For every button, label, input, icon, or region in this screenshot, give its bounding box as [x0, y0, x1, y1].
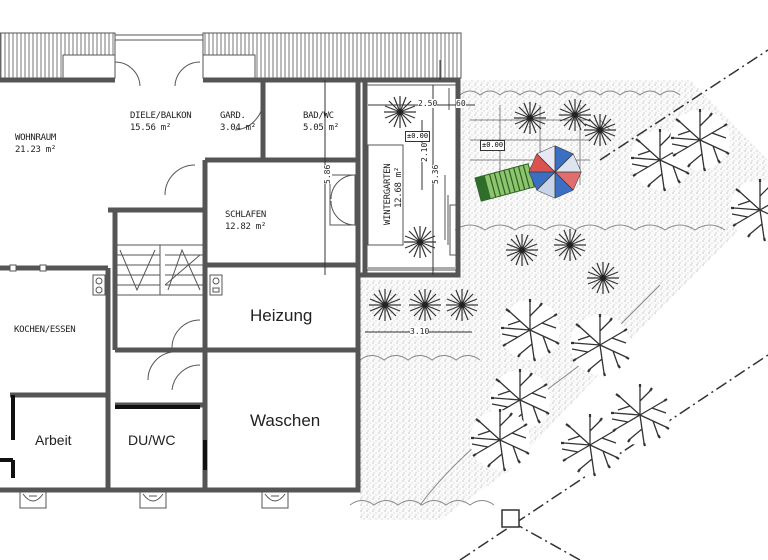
survey-marker [501, 509, 520, 528]
room-bad-label: BAD/WC [303, 111, 334, 121]
building [0, 32, 462, 509]
room-duwc-label: DU/WC [128, 432, 176, 448]
room-diele-area: 15.56 m² [130, 123, 171, 133]
room-gard-area: 3.04 m² [220, 123, 256, 133]
dim-width-bottom: 3.10 [410, 327, 430, 336]
room-gard-label: GARD. [220, 111, 246, 121]
room-schlafen-area: 12.82 m² [225, 222, 266, 232]
room-wintergarten-area: 12.68 m² [394, 167, 404, 208]
room-bad-area: 5.05 m² [303, 123, 339, 133]
room-wohnraum-area: 21.23 m² [15, 145, 56, 155]
dim-height-wg: 5.36 [431, 164, 440, 184]
parasol [528, 145, 582, 199]
dim-width-top: 2.50 [418, 99, 438, 108]
room-waschen-label: Waschen [250, 411, 321, 430]
dim-offset: 60 [456, 99, 466, 108]
room-kochen-label: KOCHEN/ESSEN [14, 325, 76, 335]
level-marker-wintergarten: ±0.00 [405, 131, 431, 142]
level-marker-terrace: ±0.00 [480, 140, 506, 151]
dim-height-schlafen: 5.86 [323, 164, 332, 184]
garden-bench [474, 163, 535, 202]
room-heizung-label: Heizung [250, 306, 313, 325]
room-schlafen-label: SCHLAFEN [225, 210, 266, 220]
room-diele-label: DIELE/BALKON [130, 111, 192, 121]
room-wintergarten-label: WINTERGARTEN [383, 163, 393, 225]
room-wohnraum-label: WOHNRAUM [15, 133, 56, 143]
dim-height-inner: 2.10 [420, 142, 429, 162]
room-arbeit-label: Arbeit [35, 432, 72, 448]
garden-area [349, 49, 768, 560]
